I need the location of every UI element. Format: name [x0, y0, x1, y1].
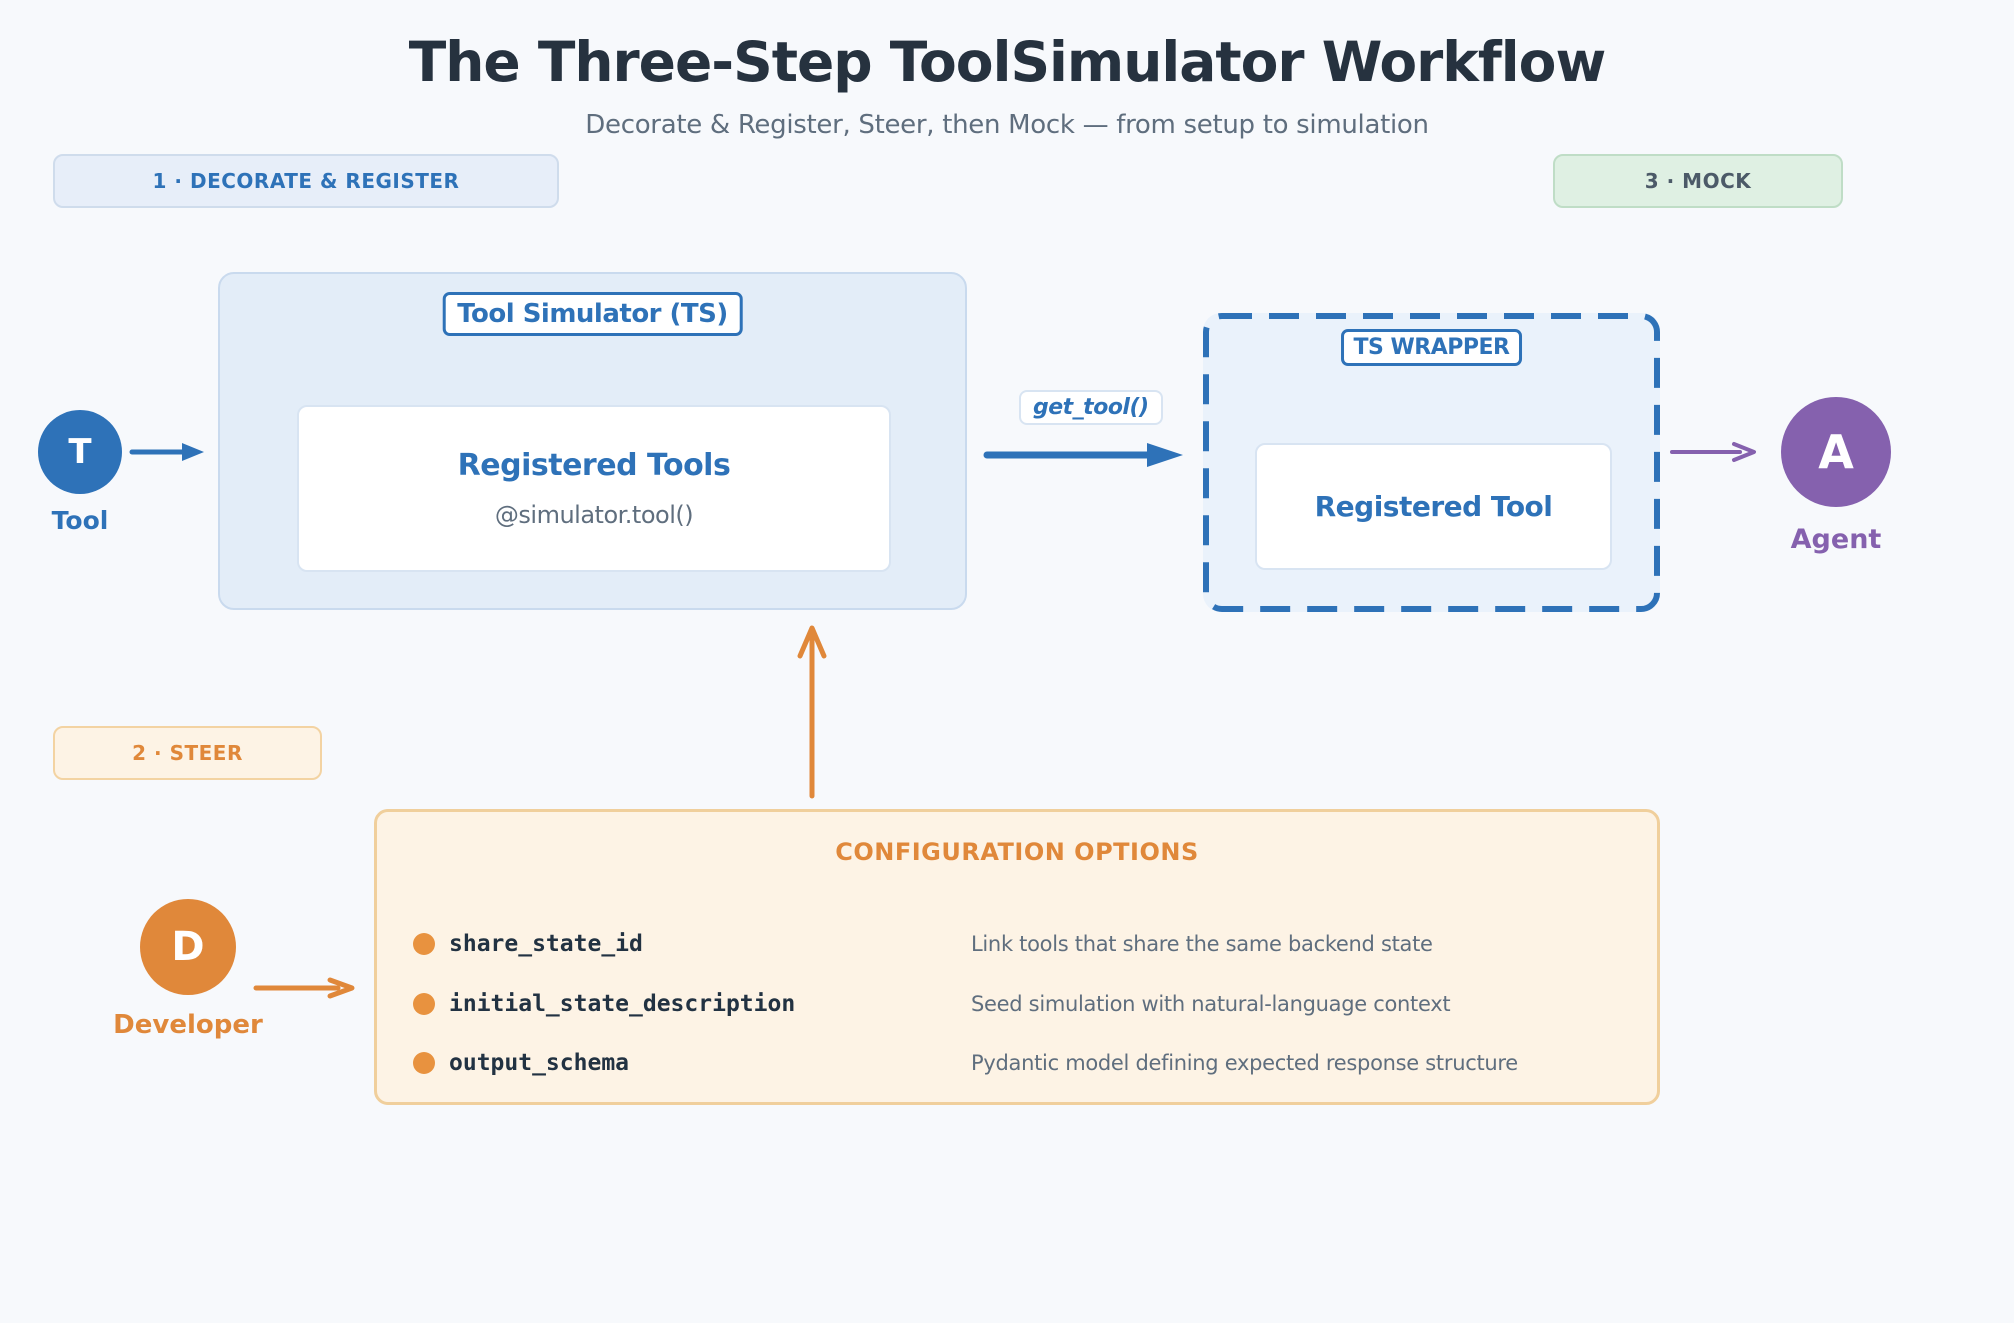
simulator-decorator-text: @simulator.tool() — [494, 501, 694, 529]
configuration-options-panel: CONFIGURATION OPTIONS share_state_id Lin… — [374, 809, 1660, 1105]
tool-node-circle: T — [38, 410, 122, 494]
bullet-icon — [413, 993, 435, 1015]
agent-node-circle: A — [1781, 397, 1891, 507]
config-option-description: Pydantic model defining expected respons… — [971, 1051, 1518, 1075]
arrow-developer-to-config — [253, 977, 355, 999]
ts-wrapper-panel: TS WRAPPER Registered Tool — [1203, 313, 1660, 612]
registered-tools-card: Registered Tools @simulator.tool() — [297, 405, 891, 572]
page-subtitle: Decorate & Register, Steer, then Mock — … — [585, 110, 1429, 140]
developer-node-circle: D — [140, 899, 236, 995]
arrow-wrapper-to-agent — [1670, 442, 1756, 462]
config-option-name: initial_state_description — [449, 991, 796, 1017]
step-badge-decorate-register: 1 · DECORATE & REGISTER — [53, 154, 559, 208]
developer-node-label: Developer — [113, 1010, 263, 1040]
agent-node-label: Agent — [1790, 524, 1882, 555]
config-option-output-schema: output_schema Pydantic model defining ex… — [413, 1043, 1518, 1083]
tool-simulator-title: Tool Simulator (TS) — [442, 292, 743, 336]
tool-node-label: Tool — [51, 506, 109, 535]
config-option-initial-state-description: initial_state_description Seed simulatio… — [413, 984, 1451, 1024]
registered-tools-title: Registered Tools — [457, 448, 731, 483]
configuration-options-title: CONFIGURATION OPTIONS — [835, 838, 1199, 866]
arrow-config-to-simulator — [797, 625, 827, 799]
registered-tool-title: Registered Tool — [1314, 490, 1553, 523]
bullet-icon — [413, 1052, 435, 1074]
ts-wrapper-dashed-border — [1203, 313, 1660, 612]
config-option-description: Seed simulation with natural-language co… — [971, 992, 1451, 1016]
config-option-description: Link tools that share the same backend s… — [971, 932, 1433, 956]
arrow-tool-to-simulator — [129, 443, 204, 461]
arrow-simulator-to-wrapper — [983, 443, 1183, 467]
page-title: The Three-Step ToolSimulator Workflow — [408, 30, 1607, 94]
config-option-name: output_schema — [449, 1050, 630, 1076]
step-badge-steer: 2 · STEER — [53, 726, 322, 780]
config-option-name: share_state_id — [449, 931, 643, 957]
config-option-share-state-id: share_state_id Link tools that share the… — [413, 924, 1433, 964]
ts-wrapper-title: TS WRAPPER — [1340, 329, 1523, 366]
step-badge-mock: 3 · MOCK — [1553, 154, 1843, 208]
bullet-icon — [413, 933, 435, 955]
get-tool-label: get_tool() — [1019, 390, 1163, 425]
registered-tool-card: Registered Tool — [1255, 443, 1612, 570]
tool-simulator-panel: Tool Simulator (TS) Registered Tools @si… — [218, 272, 967, 610]
